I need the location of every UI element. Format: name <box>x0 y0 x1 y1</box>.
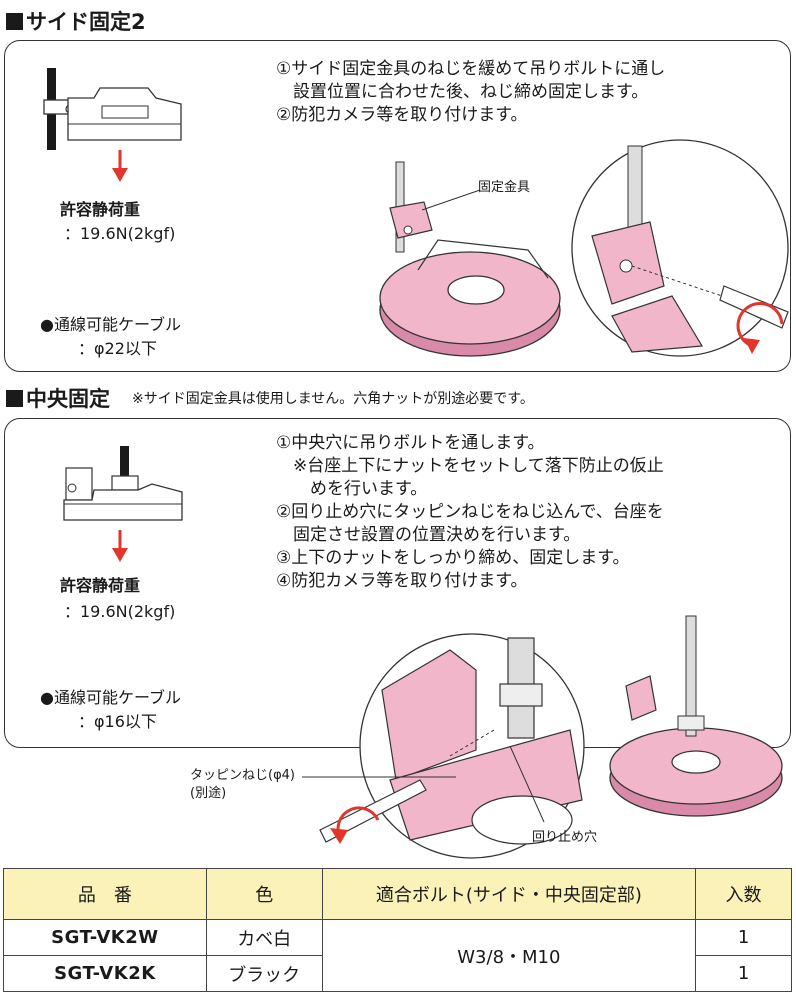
callout-rotation-stop-hole: 回り止め穴 <box>532 830 598 845</box>
part-number-cell: SGT-VK2K <box>3 955 207 992</box>
center-base-illustration <box>609 615 783 817</box>
center-cable-value: ：φ16以下 <box>78 712 157 731</box>
side-cable-label: ●通線可能ケーブル <box>40 315 182 334</box>
color-cell: カベ白 <box>205 919 323 956</box>
callout-fixing-bracket: 固定金具 <box>478 180 531 195</box>
spec-table: 品 番 色 適合ボルト(サイド・中央固定部) 入数 SGT-VK2W カベ白 W… <box>3 868 792 992</box>
square-bullet-icon <box>6 389 23 407</box>
callout-tapping-screw: タッピンねじ(φ4) <box>190 768 295 783</box>
arrow-down-icon <box>112 150 128 182</box>
table-header-row: 品 番 色 適合ボルト(サイド・中央固定部) 入数 <box>3 868 792 920</box>
side-step-line: ②防犯カメラ等を取り付けます。 <box>276 105 528 125</box>
bolt-cell: W3/8・M10 <box>321 919 697 992</box>
center-cable-label: ●通線可能ケーブル <box>40 688 182 707</box>
header-bolt: 適合ボルト(サイド・中央固定部) <box>321 868 697 920</box>
center-step-line: ②回り止め穴にタッピンねじをねじ込んで、台座を <box>276 502 664 522</box>
center-step-line: ①中央穴に吊りボルトを通します。 <box>276 433 545 453</box>
square-bullet-icon <box>6 12 23 30</box>
section-title-side: サイド固定2 <box>6 6 146 36</box>
center-load-label: 許容静荷重 <box>60 576 141 595</box>
side-base-illustration <box>379 161 561 357</box>
header-part-number: 品 番 <box>3 868 207 920</box>
arrow-down-icon <box>112 530 128 562</box>
side-load-label: 許容静荷重 <box>60 200 141 219</box>
center-step-line: ④防犯カメラ等を取り付けます。 <box>276 571 528 591</box>
side-load-value: ：19.6N(2kgf) <box>64 224 176 243</box>
table-row: SGT-VK2W カベ白 W3/8・M10 1 <box>3 919 792 992</box>
table-row: SGT-VK2K ブラック 1 <box>3 955 792 992</box>
quantity-cell: 1 <box>695 955 792 992</box>
side-cable-value: ：φ22以下 <box>78 339 157 358</box>
part-number-cell: SGT-VK2W <box>3 919 207 956</box>
callout-leader-line <box>421 189 481 211</box>
section-title-center: 中央固定 ※サイド固定金具は使用しません。六角ナットが別途必要です。 <box>6 383 534 413</box>
callout-leader-line <box>509 745 545 823</box>
side-zoom-detail <box>571 139 789 357</box>
color-cell: ブラック <box>205 955 323 992</box>
center-step-line: めを行います。 <box>276 479 428 499</box>
side-step-line: 設置位置に合わせた後、ねじ締め固定します。 <box>276 82 649 102</box>
side-mount-diagram <box>43 68 182 150</box>
center-step-line: 固定させ設置の位置決めを行います。 <box>276 525 581 545</box>
center-load-value: ：19.6N(2kgf) <box>64 602 176 621</box>
header-color: 色 <box>205 868 323 920</box>
center-zoom-detail <box>319 633 585 859</box>
center-steps: ①中央穴に吊りボルトを通します。 ※台座上下にナットをセットして落下防止の仮止 … <box>276 432 664 593</box>
center-note: ※サイド固定金具は使用しません。六角ナットが別途必要です。 <box>132 391 534 407</box>
center-step-line: ③上下のナットをしっかり締め、固定します。 <box>276 548 630 568</box>
side-steps: ①サイド固定金具のねじを緩めて吊りボルトに通し 設置位置に合わせた後、ねじ締め固… <box>276 58 665 127</box>
header-quantity: 入数 <box>695 868 792 920</box>
side-step-line: ①サイド固定金具のねじを緩めて吊りボルトに通し <box>276 59 666 79</box>
center-mount-diagram <box>63 446 183 521</box>
quantity-cell: 1 <box>695 919 792 956</box>
callout-leader-line <box>302 776 456 778</box>
center-step-line: ※台座上下にナットをセットして落下防止の仮止 <box>276 456 664 476</box>
callout-tapping-screw-sub: (別途) <box>190 786 227 801</box>
